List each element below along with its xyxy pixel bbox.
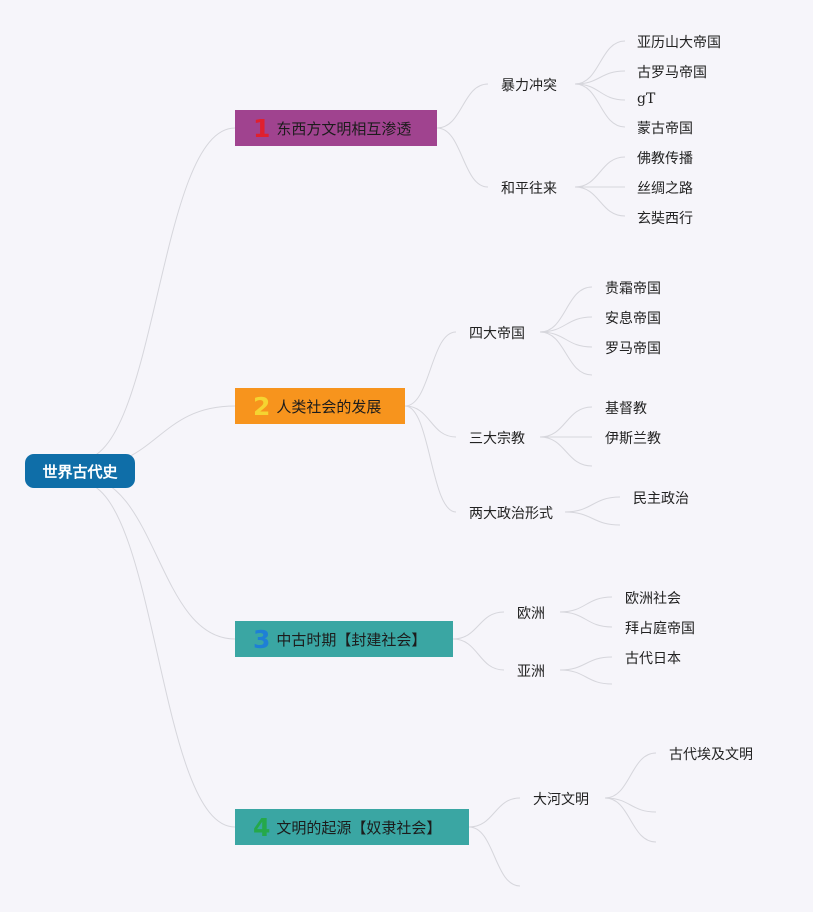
leaf-ancient-japan[interactable]: 古代日本 xyxy=(625,651,681,667)
leaf-roman-empire[interactable]: 罗马帝国 xyxy=(605,341,661,357)
topic-four-empires[interactable]: 四大帝国 xyxy=(469,326,525,342)
root-label: 世界古代史 xyxy=(42,462,118,481)
connector-line xyxy=(559,611,613,628)
topic-violent-conflict[interactable]: 暴力冲突 xyxy=(501,78,557,94)
connector-line xyxy=(539,406,593,438)
connector-line xyxy=(539,286,593,333)
leaf-alexander-empire[interactable]: 亚历山大帝国 xyxy=(637,35,721,51)
leaf-buddhism[interactable]: 佛教传播 xyxy=(637,151,693,167)
connector-line xyxy=(559,596,613,613)
leaf-ancient-rome[interactable]: 古罗马帝国 xyxy=(637,65,707,81)
branch-1[interactable]: 1 东西方文明相互渗透 xyxy=(235,110,437,146)
connector-line xyxy=(604,797,657,843)
branch-4[interactable]: 4 文明的起源【奴隶社会】 xyxy=(235,809,469,845)
branch-3-number: 3 xyxy=(253,624,271,654)
branch-1-label: 东西方文明相互渗透 xyxy=(276,119,412,138)
connector-line xyxy=(574,83,626,101)
connector-line xyxy=(452,638,505,671)
connector-line xyxy=(452,611,505,640)
connector-line xyxy=(539,331,593,376)
connector-line xyxy=(574,83,626,128)
branch-4-label: 文明的起源【奴隶社会】 xyxy=(276,818,442,837)
connector-line xyxy=(79,127,236,461)
leaf-christianity[interactable]: 基督教 xyxy=(605,401,647,417)
connector-line xyxy=(564,511,621,526)
connector-line xyxy=(468,797,521,828)
connector-line xyxy=(559,669,613,685)
connector-line xyxy=(404,331,457,407)
leaf-byzantine-empire[interactable]: 拜占庭帝国 xyxy=(625,621,695,637)
branch-3[interactable]: 3 中古时期【封建社会】 xyxy=(235,621,453,657)
leaf-european-society[interactable]: 欧洲社会 xyxy=(625,591,681,607)
connector-line xyxy=(539,436,593,467)
topic-asia[interactable]: 亚洲 xyxy=(517,664,545,680)
branch-2[interactable]: 2 人类社会的发展 xyxy=(235,388,405,424)
leaf-parthian-empire[interactable]: 安息帝国 xyxy=(605,311,661,327)
leaf-islam[interactable]: 伊斯兰教 xyxy=(605,431,661,447)
topic-river-civilizations[interactable]: 大河文明 xyxy=(533,792,589,808)
connector-line xyxy=(574,40,626,85)
topic-peaceful-exchange[interactable]: 和平往来 xyxy=(501,181,557,197)
connector-line xyxy=(79,481,236,828)
connector-line xyxy=(574,70,626,85)
connector-line xyxy=(604,797,657,813)
leaf-gt[interactable]: gT xyxy=(637,91,656,107)
branch-2-label: 人类社会的发展 xyxy=(276,397,382,416)
connector-line xyxy=(404,405,457,513)
connector-line xyxy=(574,156,626,188)
branch-3-label: 中古时期【封建社会】 xyxy=(276,630,427,649)
connector-line xyxy=(436,83,489,129)
connector-line xyxy=(468,826,521,887)
connector-line xyxy=(564,496,621,513)
leaf-xuanzang[interactable]: 玄奘西行 xyxy=(637,211,693,227)
connector-line xyxy=(436,127,489,188)
connector-line xyxy=(404,405,457,438)
branch-2-number: 2 xyxy=(253,391,271,421)
leaf-democracy[interactable]: 民主政治 xyxy=(633,491,689,507)
leaf-kushan-empire[interactable]: 贵霜帝国 xyxy=(605,281,661,297)
connector-line xyxy=(79,475,236,640)
branch-4-number: 4 xyxy=(253,812,271,842)
leaf-silk-road[interactable]: 丝绸之路 xyxy=(637,181,693,197)
connector-line xyxy=(539,316,593,333)
connector-line xyxy=(604,752,657,799)
connector-line xyxy=(559,656,613,671)
connector-line xyxy=(539,331,593,348)
leaf-mongol-empire[interactable]: 蒙古帝国 xyxy=(637,121,693,137)
topic-three-religions[interactable]: 三大宗教 xyxy=(469,431,525,447)
leaf-ancient-egypt[interactable]: 古代埃及文明 xyxy=(669,747,753,763)
topic-two-political-forms[interactable]: 两大政治形式 xyxy=(469,506,553,522)
root-node[interactable]: 世界古代史 xyxy=(25,454,135,488)
connector-line xyxy=(574,186,626,217)
topic-europe[interactable]: 欧洲 xyxy=(517,606,545,622)
branch-1-number: 1 xyxy=(253,113,271,143)
